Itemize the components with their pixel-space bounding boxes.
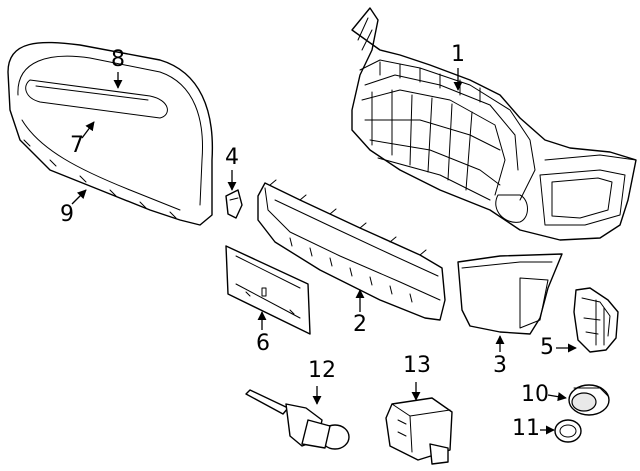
leaders [71,68,577,435]
callout-3: 3 [493,353,507,378]
callout-9: 9 [60,202,74,227]
callout-2: 2 [353,312,367,337]
sensor-ring-part [554,419,582,443]
callout-labels: 1 2 3 4 5 6 7 8 9 10 11 12 13 [60,42,554,441]
callout-1: 1 [451,42,465,67]
bracket-part [573,287,619,353]
corner-trim-part [457,253,563,335]
callout-7: 7 [70,133,84,158]
callout-8: 8 [111,47,125,72]
clip-part [225,189,243,219]
callout-11: 11 [512,416,540,441]
grille-surround-part [7,41,214,226]
license-plate-bracket-part [225,245,311,335]
callout-12: 12 [308,358,336,383]
bumper-cover-part [351,7,637,241]
callout-13: 13 [403,353,431,378]
callout-5: 5 [540,335,554,360]
connector-part [385,397,453,465]
lower-grille-part [257,179,446,321]
temperature-sensor-part [245,389,350,450]
callout-4: 4 [225,145,239,170]
callout-10: 10 [521,382,549,407]
callout-6: 6 [256,331,270,356]
parking-sensor-part [568,384,610,416]
